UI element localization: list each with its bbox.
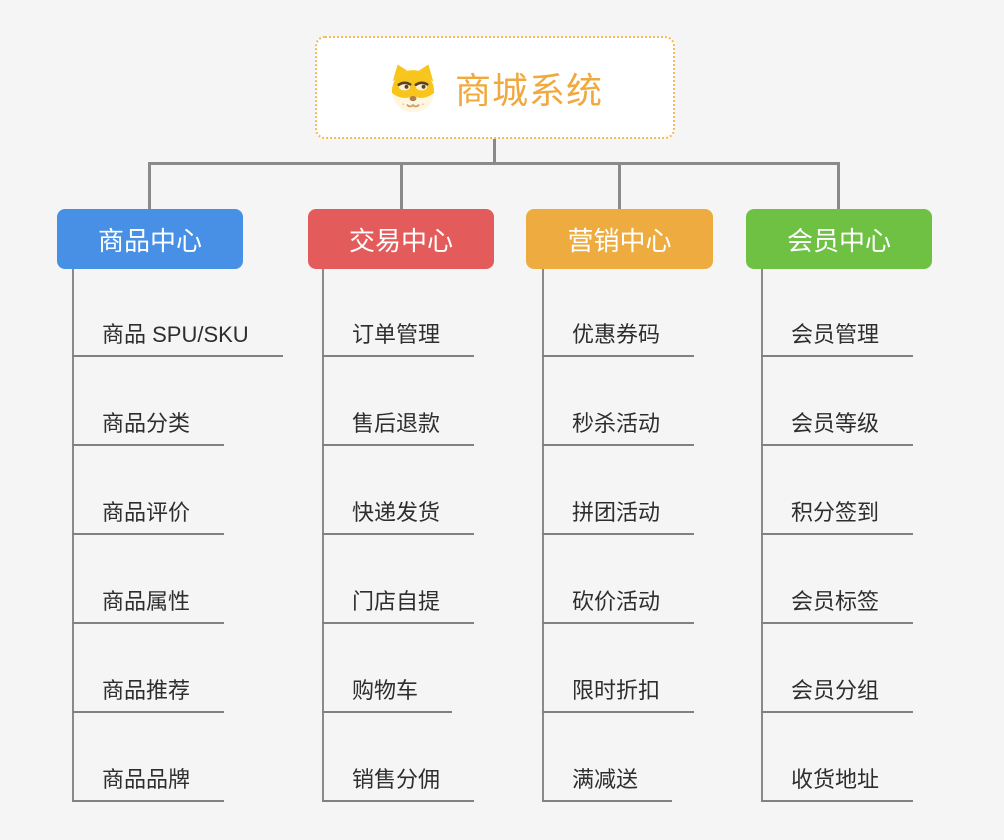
leaf-node-member-level[interactable]: 会员等级	[761, 411, 914, 446]
leaf-node-product-category[interactable]: 商品分类	[72, 411, 225, 446]
connector-bus	[148, 162, 840, 165]
leaf-node-after-sale[interactable]: 售后退款	[322, 411, 475, 446]
leaf-node-flash-sale[interactable]: 秒杀活动	[542, 411, 695, 446]
branch-spine-marketing	[542, 269, 544, 802]
branch-node-marketing-center[interactable]: 营销中心	[526, 209, 713, 269]
connector-root-drop	[493, 139, 496, 163]
leaf-node-shipping-address[interactable]: 收货地址	[761, 767, 914, 802]
branch-spine-product	[72, 269, 74, 802]
leaf-node-group-buy[interactable]: 拼团活动	[542, 500, 695, 535]
leaf-node-member-group[interactable]: 会员分组	[761, 678, 914, 713]
connector-drop-member	[837, 164, 840, 209]
leaf-node-shopping-cart[interactable]: 购物车	[322, 678, 453, 713]
leaf-node-full-reduction[interactable]: 满减送	[542, 767, 673, 802]
leaf-node-order-manage[interactable]: 订单管理	[322, 322, 475, 357]
branch-node-member-center[interactable]: 会员中心	[746, 209, 932, 269]
leaf-node-bargain[interactable]: 砍价活动	[542, 589, 695, 624]
branch-node-product-center[interactable]: 商品中心	[57, 209, 243, 269]
leaf-node-coupon-code[interactable]: 优惠券码	[542, 322, 695, 357]
leaf-node-product-attr[interactable]: 商品属性	[72, 589, 225, 624]
branch-spine-member	[761, 269, 763, 802]
leaf-node-product-recommend[interactable]: 商品推荐	[72, 678, 225, 713]
leaf-node-member-manage[interactable]: 会员管理	[761, 322, 914, 357]
leaf-node-store-pickup[interactable]: 门店自提	[322, 589, 475, 624]
leaf-node-product-spu-sku[interactable]: 商品 SPU/SKU	[72, 322, 283, 357]
leaf-node-member-tag[interactable]: 会员标签	[761, 589, 914, 624]
leaf-node-time-discount[interactable]: 限时折扣	[542, 678, 695, 713]
connector-drop-marketing	[618, 164, 621, 209]
leaf-node-points-signin[interactable]: 积分签到	[761, 500, 914, 535]
leaf-node-sales-commission[interactable]: 销售分佣	[322, 767, 475, 802]
root-title: 商城系统	[454, 69, 603, 111]
leaf-node-product-brand[interactable]: 商品品牌	[72, 767, 225, 802]
branch-spine-trade	[322, 269, 324, 802]
leaf-node-express-ship[interactable]: 快递发货	[322, 500, 475, 535]
connector-drop-trade	[400, 164, 403, 209]
leaf-node-product-review[interactable]: 商品评价	[72, 500, 225, 535]
branch-node-trade-center[interactable]: 交易中心	[308, 209, 494, 269]
connector-drop-product	[148, 164, 151, 209]
root-node[interactable]: 商城系统	[315, 36, 675, 139]
dog-face-icon	[387, 62, 439, 114]
